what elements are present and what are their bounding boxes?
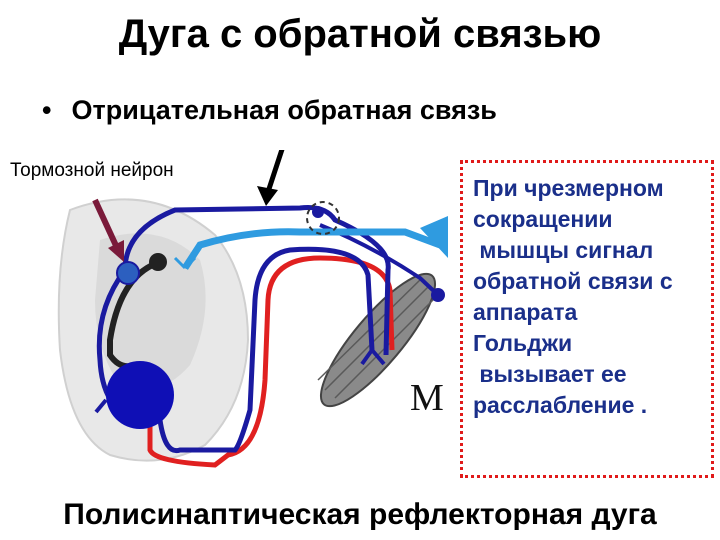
- pointer-arrow-head: [257, 186, 278, 206]
- bullet-text: Отрицательная обратная связь: [71, 95, 497, 125]
- explanation-line: Гольджи: [473, 330, 573, 356]
- pointer-arrow-icon: [265, 150, 285, 193]
- dashed-synapse-circle: [306, 201, 340, 235]
- muscle: [319, 272, 437, 408]
- efferent-loop: [157, 246, 375, 454]
- explanation-line: обратной связи с: [473, 268, 673, 294]
- diagram-caption: Полисинаптическая рефлекторная дуга: [63, 498, 657, 531]
- muscle-label: M: [410, 377, 444, 419]
- motor-neuron-body: [106, 361, 174, 429]
- motor-ending: [360, 348, 386, 366]
- feedback-fork: [173, 256, 197, 270]
- feedback-ending: [420, 216, 448, 258]
- explanation-line: сокращении: [473, 206, 613, 232]
- explanation-line: вызывает ее: [473, 361, 627, 387]
- golgi-ending: [431, 288, 445, 302]
- inhibitory-neuron-label: Тормозной нейрон: [10, 160, 174, 181]
- inhibitory-arrow-icon: [92, 198, 121, 252]
- explanation-line: мышцы сигнал: [473, 237, 654, 263]
- interneuron-dot: [116, 261, 140, 285]
- explanation-line: При чрезмерном: [473, 175, 664, 201]
- synapse-dot: [312, 206, 324, 218]
- explanation-line: расслабление .: [473, 392, 648, 418]
- inhibitory-neuron-body: [149, 253, 167, 271]
- inhibitory-arrow-head: [108, 240, 124, 262]
- bullet-dot-icon: •: [42, 95, 52, 125]
- reflex-arc-diagram: M: [57, 150, 448, 468]
- bullet-point: • Отрицательная обратная связь: [42, 95, 497, 126]
- explanation-box: При чрезмерном сокращении мышцы сигнал о…: [460, 160, 714, 478]
- motor-neuron-dendrite: [94, 398, 108, 414]
- feedback-pathway: [182, 228, 442, 270]
- slide-title: Дуга с обратной связью: [118, 12, 602, 56]
- explanation-line: аппарата: [473, 299, 578, 325]
